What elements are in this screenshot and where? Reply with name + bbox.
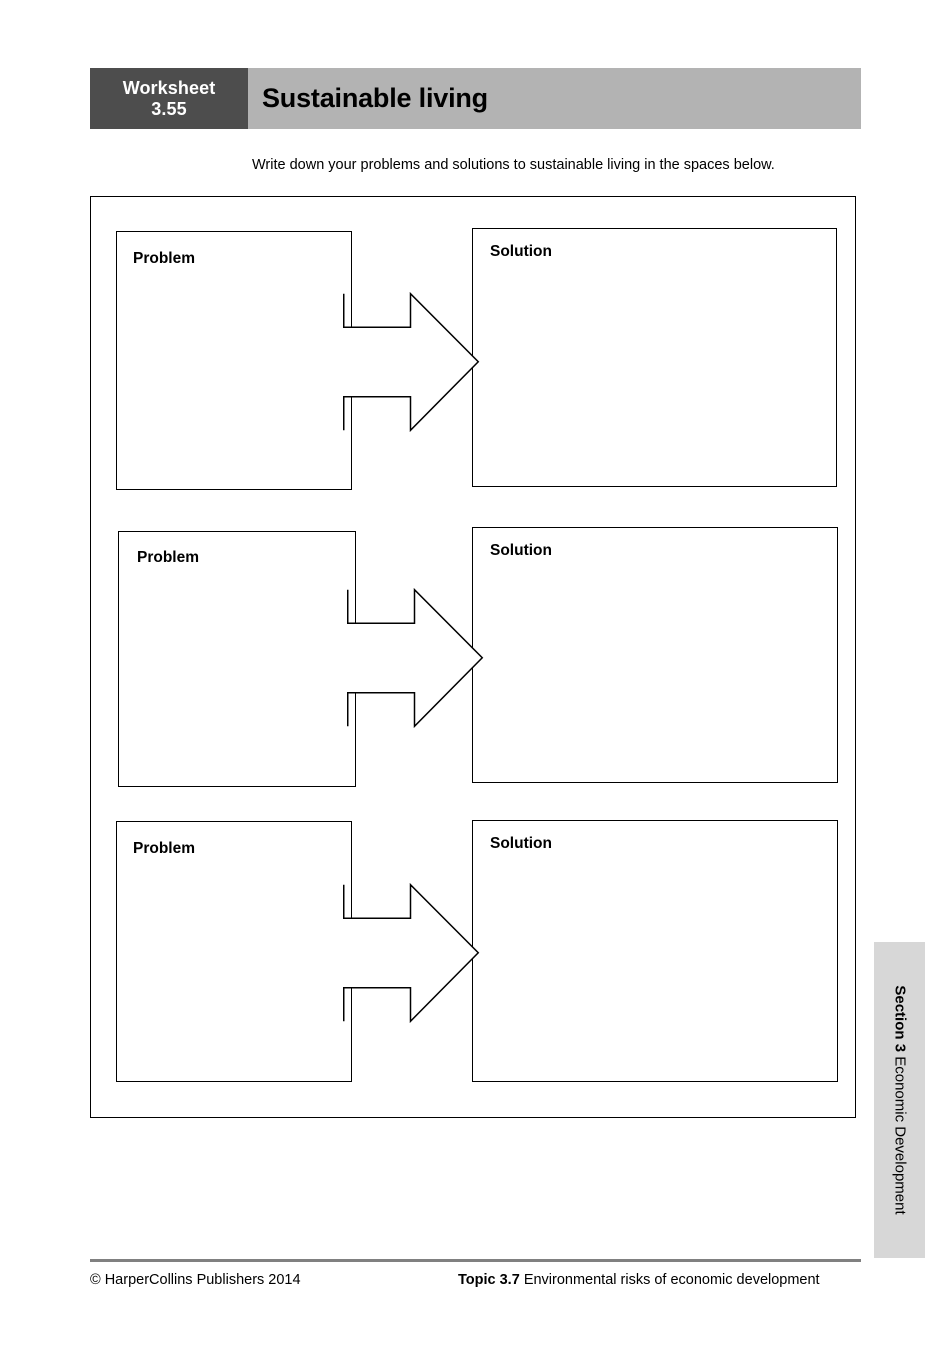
right-arrow-icon xyxy=(347,587,484,729)
worksheet-badge-line2: 3.55 xyxy=(151,98,187,119)
instruction-text: Write down your problems and solutions t… xyxy=(252,157,775,173)
activity-frame: Problem Solution Problem Solution xyxy=(90,196,856,1118)
problem-label: Problem xyxy=(133,840,196,857)
footer-topic: Topic 3.7 Environmental risks of economi… xyxy=(458,1272,820,1288)
right-arrow-icon xyxy=(343,882,480,1024)
solution-box[interactable]: Solution xyxy=(472,228,837,487)
right-arrow-icon xyxy=(343,291,480,433)
section-subtitle-label: Economic Development xyxy=(891,1056,908,1215)
solution-box[interactable]: Solution xyxy=(472,820,838,1082)
worksheet-title-bar: Sustainable living xyxy=(248,68,861,129)
section-side-tab-text: Section 3 Economic Development xyxy=(890,985,909,1214)
problem-label: Problem xyxy=(133,250,196,267)
worksheet-number-badge: Worksheet 3.55 xyxy=(90,68,248,129)
page-footer: © HarperCollins Publishers 2014 Topic 3.… xyxy=(90,1268,861,1298)
footer-divider xyxy=(90,1259,861,1262)
problem-box[interactable]: Problem xyxy=(116,231,352,490)
section-side-tab: Section 3 Economic Development xyxy=(874,942,925,1258)
section-number-label: Section 3 xyxy=(891,985,908,1053)
topic-title-label: Environmental risks of economic developm… xyxy=(523,1272,820,1288)
problem-box[interactable]: Problem xyxy=(118,531,356,787)
problem-label: Problem xyxy=(137,549,200,566)
solution-label: Solution xyxy=(490,835,552,852)
solution-box[interactable]: Solution xyxy=(472,527,838,783)
solution-label: Solution xyxy=(490,243,552,260)
worksheet-header: Worksheet 3.55 Sustainable living xyxy=(90,68,861,129)
worksheet-badge-line1: Worksheet xyxy=(122,77,216,98)
problem-box[interactable]: Problem xyxy=(116,821,352,1082)
solution-label: Solution xyxy=(490,542,552,559)
page-title: Sustainable living xyxy=(262,83,488,113)
copyright-text: © HarperCollins Publishers 2014 xyxy=(90,1272,301,1288)
topic-number-label: Topic 3.7 xyxy=(458,1272,520,1288)
